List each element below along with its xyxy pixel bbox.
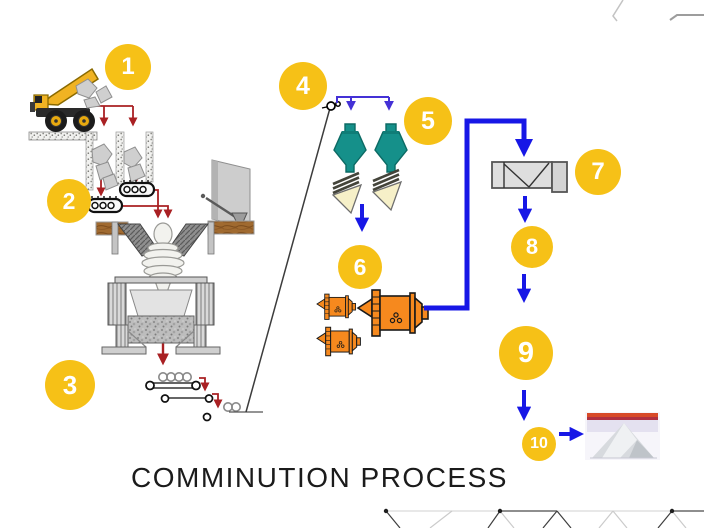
- product-stockpile-icon: [585, 412, 660, 460]
- step-badge-5: 5: [404, 97, 452, 145]
- step-badge-3: 3: [45, 360, 95, 410]
- falling-ore-rocks: [75, 78, 113, 109]
- step-badge-10: 10: [522, 427, 556, 461]
- step-badge-7: 7: [575, 149, 621, 195]
- incline-conveyor-icon: [245, 101, 341, 413]
- step-badge-9: 9: [499, 326, 553, 380]
- separator-cell-icon: [491, 161, 568, 193]
- ore-pass-bins-icon: [85, 131, 154, 191]
- step-badge-1: 1: [105, 44, 151, 90]
- slide-title: COMMINUTION PROCESS: [131, 462, 508, 493]
- step-badge-4: 4: [279, 62, 327, 110]
- step-badge-6: 6: [338, 245, 382, 289]
- ball-mill-icon: [316, 289, 429, 357]
- background-mesh-bottom: [383, 508, 704, 528]
- deflector-chute-icon: [200, 159, 251, 231]
- vibrating-screen-icon: [331, 168, 403, 215]
- discharge-conveyor-icon: [145, 371, 263, 422]
- downstream-flow-arrows: [516, 196, 585, 442]
- step-badge-2: 2: [47, 179, 91, 223]
- haul-truck-icon: [28, 67, 113, 141]
- cyclone-feed-arrows: [336, 96, 394, 111]
- gyratory-crusher-icon: [95, 220, 255, 355]
- mill-to-separator-flow: [424, 118, 533, 311]
- background-mesh-top-right: [612, 0, 704, 22]
- hydrocyclone-icon: [333, 123, 408, 173]
- step-badge-8: 8: [511, 226, 553, 268]
- apron-feeder-icon: [86, 180, 156, 214]
- crusher-mainshaft: [141, 222, 185, 301]
